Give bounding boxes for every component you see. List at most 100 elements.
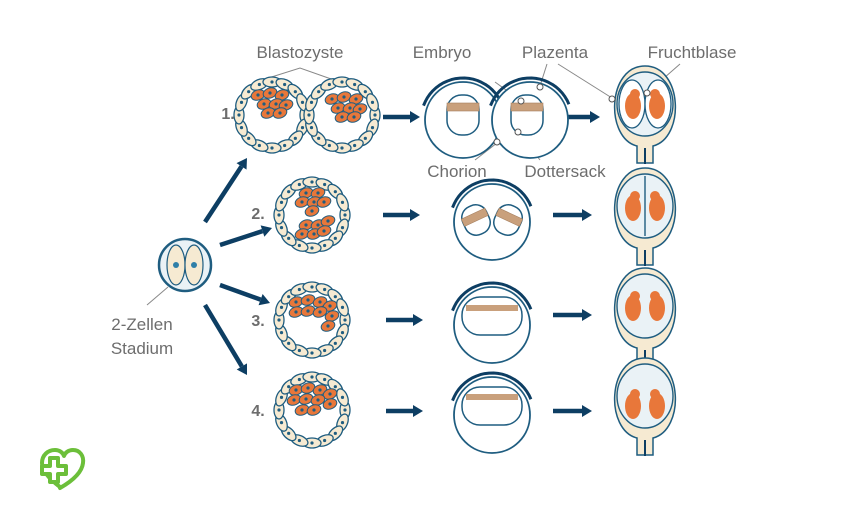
fetus-head (650, 89, 660, 99)
diagram-shapes (157, 65, 676, 456)
label-fruchtblase: Fruchtblase (648, 43, 737, 62)
cell-nucleus (283, 82, 287, 87)
arrow-icon (553, 209, 592, 221)
blastocyst (273, 281, 351, 359)
arrow-shaft (219, 282, 262, 302)
cell-nucleus (312, 200, 316, 204)
cell-nucleus (348, 106, 352, 110)
cell-nucleus (312, 408, 316, 412)
cell-nucleus (327, 82, 331, 87)
cell-nucleus (297, 243, 301, 248)
cell-nucleus (297, 287, 301, 292)
cell-nucleus (312, 232, 316, 236)
arrow-head (410, 209, 420, 221)
leader-line (539, 63, 548, 87)
cell-nucleus (279, 331, 284, 335)
cell-nucleus (274, 102, 278, 106)
chorion (489, 76, 571, 159)
embryonic-disc (466, 394, 518, 400)
fetus-head (650, 291, 660, 301)
fetus (649, 195, 665, 221)
cell-nucleus (353, 143, 357, 148)
fetus (625, 195, 641, 221)
leader-line (474, 142, 498, 161)
leader-dot (514, 128, 522, 136)
row-number-1: 1. (221, 106, 234, 123)
cell-nucleus (257, 82, 261, 87)
cell-nucleus (323, 377, 327, 382)
cell-nucleus (317, 136, 321, 140)
arrow-head (582, 405, 592, 417)
placenta-villi (451, 178, 533, 209)
cell-nucleus (330, 314, 334, 318)
arrow-head (258, 293, 270, 306)
leader-line (557, 63, 613, 99)
cell-nucleus (323, 438, 327, 443)
fetus-head (630, 291, 640, 301)
leader-dot (643, 89, 651, 97)
cell-nucleus (316, 223, 320, 227)
row-number-2: 2. (251, 206, 264, 223)
amnion-yolk-sac (461, 296, 523, 336)
cell-nucleus (363, 90, 367, 94)
uterus-fruchtblase (614, 65, 676, 164)
fetus-head (630, 191, 640, 201)
cell-nucleus (328, 392, 332, 396)
cell-nucleus (306, 386, 310, 390)
cell-nucleus (280, 93, 284, 97)
arrow-head (236, 158, 247, 170)
cell-nucleus (333, 385, 337, 389)
cell-nucleus (300, 200, 304, 204)
cell-nucleus (283, 143, 287, 148)
label-dottersack: Dottersack (524, 162, 606, 181)
placenta-villi (422, 76, 504, 107)
cell-nucleus (191, 262, 197, 268)
cell-nucleus (256, 93, 260, 97)
cell-nucleus (353, 82, 357, 87)
cell-nucleus (340, 331, 345, 335)
fetus (649, 393, 665, 419)
fetus (649, 295, 665, 321)
embryonic-disc (495, 207, 524, 227)
cell-nucleus (340, 395, 345, 399)
cell-nucleus (328, 304, 332, 308)
arrow-head (582, 309, 592, 321)
cell-nucleus (304, 191, 308, 195)
cell-nucleus (279, 395, 284, 399)
chorion (451, 178, 533, 261)
cell-nucleus (352, 115, 356, 119)
uterus-fruchtblase (614, 357, 676, 456)
cell-nucleus (343, 408, 347, 412)
cell-nucleus (277, 408, 281, 412)
cell-nucleus (340, 305, 345, 309)
cell-nucleus (279, 421, 284, 425)
blastocyst (303, 76, 381, 154)
cell-nucleus (323, 243, 327, 248)
cell-nucleus (279, 305, 284, 309)
cell-nucleus (363, 136, 367, 140)
cell-nucleus (323, 182, 327, 187)
embryonic-disc (460, 207, 489, 227)
fetus-head (630, 89, 640, 99)
label-chorion: Chorion (427, 162, 487, 181)
cell-nucleus (293, 90, 297, 94)
uterus-fruchtblase (614, 167, 676, 266)
cell-nucleus (317, 90, 321, 94)
arrow-shaft (203, 303, 244, 368)
leader-line (261, 67, 335, 81)
arrow-head (413, 314, 423, 326)
chorion (451, 281, 533, 364)
cell-nucleus (309, 126, 314, 130)
blastocyst (273, 371, 351, 449)
fetus-head (650, 191, 660, 201)
cell-nucleus (342, 95, 346, 99)
placenta-villi (451, 281, 533, 312)
cell-nucleus (266, 111, 270, 115)
cell-nucleus (297, 348, 301, 353)
fetus (625, 93, 641, 119)
embryonic-disc (466, 305, 518, 311)
cell-nucleus (262, 102, 266, 106)
cell-nucleus (340, 226, 345, 230)
cell-nucleus (239, 100, 244, 104)
